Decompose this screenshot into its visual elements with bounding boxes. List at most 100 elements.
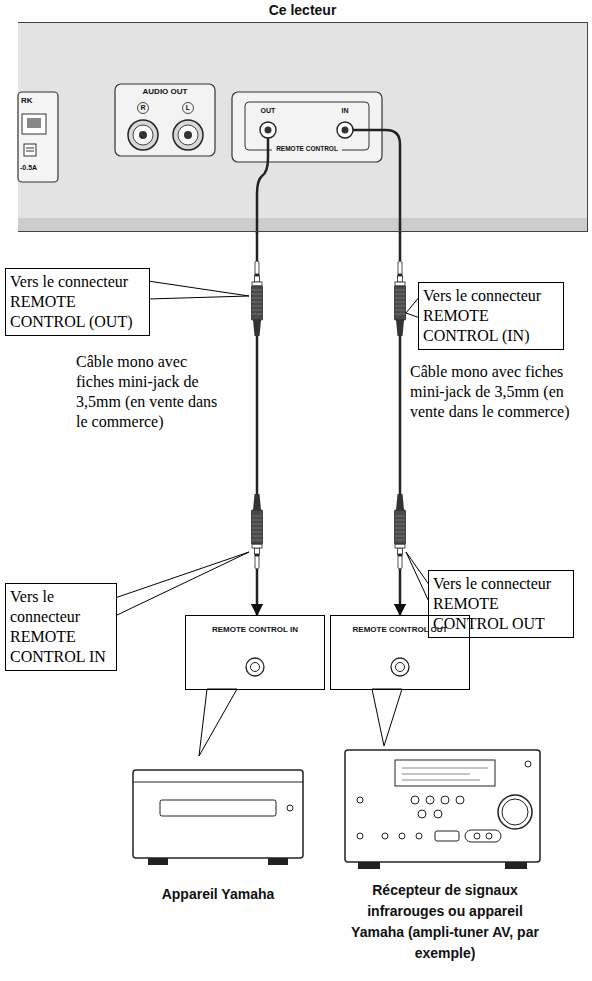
remote-jack-part xyxy=(337,122,353,138)
port-name: RK xyxy=(21,96,51,105)
panel-jack xyxy=(246,658,409,676)
callout-box: Vers le connecteur REMOTE CONTROL (IN) xyxy=(418,282,564,350)
mini-jack-plugs-part xyxy=(252,261,263,336)
callout-box: Vers le connecteur REMOTE CONTROL (OUT) xyxy=(5,268,150,336)
av-receiver-part xyxy=(441,796,449,804)
player-housing-part xyxy=(18,22,588,232)
audio-out-panel-part xyxy=(173,120,203,150)
audio-out-panel-part xyxy=(184,131,192,139)
panel-jack-part xyxy=(246,658,264,676)
callout-tail-part xyxy=(199,689,237,756)
player-box: Ce lecteur xyxy=(18,22,588,232)
network-panel-part xyxy=(22,114,46,134)
av-receiver-part xyxy=(382,833,388,839)
audio-out-panel-part xyxy=(138,103,149,114)
cable-label: Câble mono avec fiches mini-jack de 3,5m… xyxy=(410,362,582,422)
player-housing-part xyxy=(18,218,588,232)
box-text: Vers le connecteur REMOTE CONTROL IN xyxy=(10,587,112,667)
av-receiver-part xyxy=(411,796,419,804)
av-receiver-part xyxy=(399,833,405,839)
network-panel-part xyxy=(26,148,34,151)
av-receiver-part xyxy=(465,830,501,842)
device-heading: Ce lecteur xyxy=(18,2,587,18)
av-receiver-part xyxy=(434,810,442,818)
cable-wire xyxy=(257,130,400,233)
panel-name: REMOTE CONTROL xyxy=(272,145,342,152)
av-receiver-part xyxy=(357,833,363,839)
remote-control-panel-part xyxy=(245,102,369,150)
yamaha-device-part xyxy=(287,805,293,811)
callout-tail-part xyxy=(372,689,402,746)
callout-box: Vers le connecteur REMOTE CONTROL OUT xyxy=(428,570,574,638)
av-receiver-part xyxy=(416,833,422,839)
rating-text: -0.5A xyxy=(20,164,56,172)
panel-jack-part xyxy=(396,663,405,672)
network-panel xyxy=(18,92,58,182)
av-receiver-part xyxy=(395,760,495,786)
remote-jack xyxy=(260,122,353,138)
callout-box: Vers le connecteur REMOTE CONTROL IN xyxy=(5,583,117,671)
av-receiver xyxy=(345,750,540,869)
remote-control-panel-part xyxy=(232,92,382,162)
yamaha-device-part xyxy=(148,858,168,865)
yamaha-device-part xyxy=(133,782,303,783)
box-text: REMOTE CONTROL OUT xyxy=(331,625,469,635)
mini-jack-plugs xyxy=(252,261,406,569)
audio-out-panel-part xyxy=(178,125,198,145)
av-receiver-part xyxy=(525,761,531,767)
av-receiver-part xyxy=(435,831,459,841)
audio-out-panel-part xyxy=(183,103,194,114)
network-panel-part xyxy=(24,144,36,156)
yamaha-device-part xyxy=(133,770,303,858)
panel-jack-part xyxy=(251,663,260,672)
box-text: Vers le connecteur REMOTE CONTROL (IN) xyxy=(423,286,559,346)
box-text: REMOTE CONTROL IN xyxy=(186,625,324,635)
audio-out-panel xyxy=(115,84,215,156)
av-receiver-part xyxy=(456,796,464,804)
box-text: Vers le connecteur REMOTE CONTROL OUT xyxy=(433,574,569,634)
av-receiver-part xyxy=(357,797,363,803)
av-receiver-part xyxy=(505,862,527,869)
mini-jack-plugs-part xyxy=(395,494,406,569)
jack-name: IN xyxy=(330,107,360,115)
av-receiver-part xyxy=(345,750,540,862)
cable-label: Câble mono avec fiches mini-jack de 3,5m… xyxy=(76,352,222,432)
mini-jack-plugs-part xyxy=(395,261,406,336)
av-receiver-part xyxy=(358,862,380,869)
yamaha-device-part xyxy=(268,858,288,865)
av-receiver-part xyxy=(426,796,434,804)
device-name: Appareil Yamaha xyxy=(118,884,318,905)
cable-wire-part xyxy=(257,136,268,233)
cable-wire-part xyxy=(353,130,400,233)
jack-name: OUT xyxy=(253,107,283,115)
channel-mark: R xyxy=(137,104,149,112)
player-housing xyxy=(18,22,588,232)
av-receiver-part xyxy=(502,799,528,825)
port-name: AUDIO OUT xyxy=(125,87,205,96)
audio-out-panel-part xyxy=(139,131,147,139)
remote-jack-part xyxy=(260,122,276,138)
audio-out-panel-part xyxy=(115,84,215,156)
audio-out-panel-part xyxy=(128,120,158,150)
yamaha-device-part xyxy=(160,800,276,816)
callout-tail-part xyxy=(406,552,430,604)
av-receiver-part xyxy=(474,833,480,839)
network-panel-part xyxy=(27,118,41,128)
channel-mark: L xyxy=(182,104,194,112)
av-receiver-part xyxy=(418,810,426,818)
av-receiver-part xyxy=(486,833,492,839)
callout-tail-part xyxy=(115,552,249,616)
panel-jack-part xyxy=(391,658,409,676)
remote-control-panel xyxy=(232,92,382,162)
mini-jack-plugs-part xyxy=(252,494,263,569)
connector-panel-box: REMOTE CONTROL OUT xyxy=(330,615,470,690)
remote-jack-part xyxy=(265,127,272,134)
av-receiver-part xyxy=(402,768,488,780)
network-panel-part xyxy=(18,92,58,182)
remote-jack-part xyxy=(342,127,349,134)
device-name: Récepteur de signaux infrarouges ou appa… xyxy=(349,880,541,964)
connector-panel-box: REMOTE CONTROL IN xyxy=(185,615,325,690)
audio-out-panel-part xyxy=(133,125,153,145)
callout-tail-part xyxy=(148,281,249,299)
